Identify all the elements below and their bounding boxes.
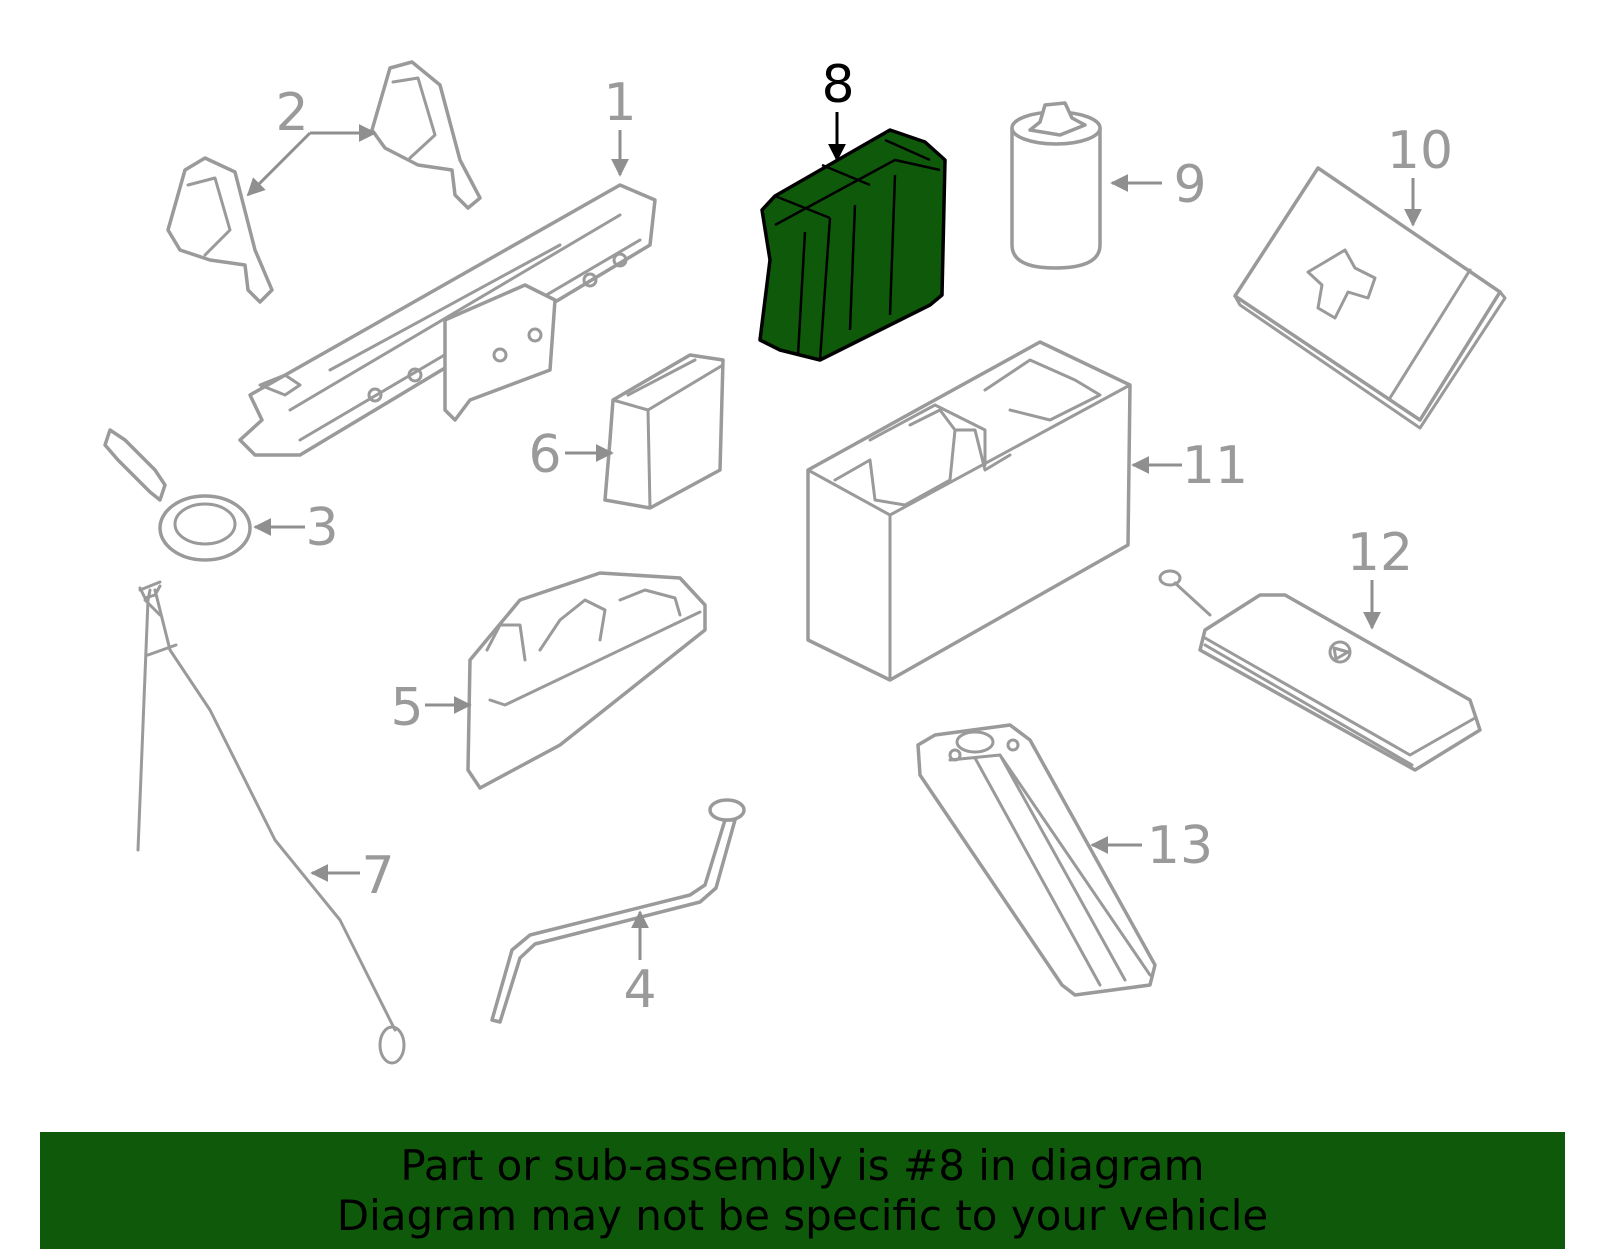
part-7-rod xyxy=(136,580,406,1065)
callout-2: 2 xyxy=(275,83,308,143)
part-5-foam-insert xyxy=(466,571,707,790)
part-3-tow-eye xyxy=(103,428,252,562)
callout-8: 8 xyxy=(821,55,854,115)
callout-4: 4 xyxy=(623,960,656,1020)
callout-12: 12 xyxy=(1347,523,1413,583)
callout-1: 1 xyxy=(603,73,636,133)
part-12-flat-kit xyxy=(1158,569,1482,772)
part-9-cylinder xyxy=(1010,101,1102,270)
callout-10: 10 xyxy=(1387,121,1453,181)
part-13-pump xyxy=(916,723,1157,997)
part-10-first-aid-kit xyxy=(1233,166,1507,430)
part-4-wrench xyxy=(490,798,746,1024)
callout-7: 7 xyxy=(361,846,394,906)
banner-line-2: Diagram may not be specific to your vehi… xyxy=(336,1191,1269,1240)
callout-9: 9 xyxy=(1173,155,1206,215)
part-8-highlighted-case xyxy=(758,128,947,362)
part-2-wheel-chocks xyxy=(166,60,482,304)
callout-labels: 1 2 3 4 5 6 7 8 9 10 11 12 13 xyxy=(275,55,1453,1020)
part-11-storage-tray xyxy=(806,340,1132,682)
part-1-jack xyxy=(238,183,657,457)
callout-13: 13 xyxy=(1147,816,1213,876)
callout-5: 5 xyxy=(390,678,423,738)
part-6-small-box xyxy=(603,353,725,510)
callout-6: 6 xyxy=(528,425,561,485)
callout-11: 11 xyxy=(1182,436,1248,496)
banner-line-1: Part or sub-assembly is #8 in diagram xyxy=(400,1141,1205,1190)
callout-leaders xyxy=(246,112,1422,960)
leader-2a xyxy=(246,131,312,197)
callout-3: 3 xyxy=(305,498,338,558)
notice-banner: Part or sub-assembly is #8 in diagram Di… xyxy=(40,1132,1565,1249)
